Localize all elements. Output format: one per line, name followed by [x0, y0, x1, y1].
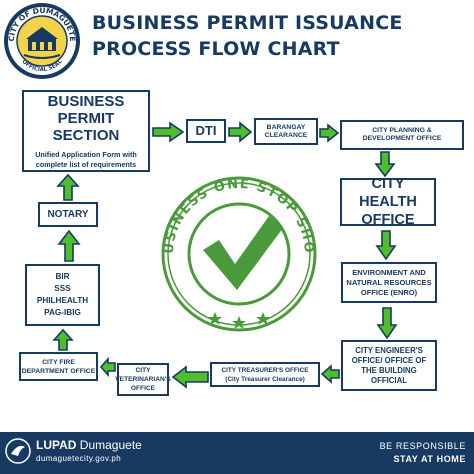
one-stop-shop-stamp: BUSINESS ONE STOP SHOP [145, 172, 317, 332]
step-dti: DTI [186, 119, 226, 143]
arrow-right-icon [228, 121, 253, 143]
arrow-up-icon [57, 229, 81, 262]
treasurer-line-2: (City Treasurer Clearance) [225, 375, 305, 383]
lupad-logo-icon [5, 438, 31, 464]
stamp-arc-text: BUSINESS ONE STOP SHOP [145, 172, 315, 255]
barangay-line-2: CLEARANCE [264, 131, 308, 139]
footer-slogan-line-1: BE RESPONSIBLE [379, 441, 466, 451]
step-enro: ENVIRONMENT AND NATURAL RESOURCES OFFICE… [341, 262, 437, 303]
step-city-fire-department: CITY FIRE DEPARTMENT OFFICE [19, 352, 98, 381]
engineer-line-3: THE BUILDING [361, 365, 417, 375]
arrow-left-icon [320, 364, 340, 384]
dti-label: DTI [195, 122, 217, 138]
arrow-left-icon [99, 356, 116, 378]
arrow-down-icon [374, 151, 396, 178]
arrow-down-icon [376, 307, 398, 340]
bps-title-line-1: BUSINESS PERMIT [47, 92, 125, 127]
planning-line-1: CITY PLANNING & [372, 127, 432, 135]
step-city-veterinarians-office: CITY VETERINARIAN'S OFFICE [115, 363, 171, 396]
vet-line-1: CITY [135, 367, 151, 374]
page-title-line-2: PROCESS FLOW CHART [92, 38, 340, 60]
enro-line-2: NATURAL RESOURCES [346, 277, 432, 287]
arrow-right-icon [319, 123, 340, 143]
bps-sub-line-2: complete list of requirements [35, 159, 137, 169]
stamp-stars [208, 312, 270, 329]
notary-label: NOTARY [47, 208, 89, 220]
step-notary: NOTARY [38, 202, 98, 227]
step-city-treasurers-office: CITY TREASURER'S OFFICE (City Treasurer … [210, 362, 320, 387]
planning-line-2: DEVELOPMENT OFFICE [362, 135, 442, 142]
health-line-1: CITY HEALTH [359, 176, 417, 210]
enro-line-1: ENVIRONMENT AND [352, 267, 426, 277]
barangay-line-1: BARANGAY [266, 123, 306, 131]
engineer-line-1: CITY ENGINEER'S [355, 345, 423, 355]
health-line-2: OFFICE [361, 212, 415, 228]
agency-sss: SSS [54, 284, 71, 293]
enro-line-3: OFFICE (ENRO) [360, 287, 418, 297]
page-title-line-1: BUSINESS PERMIT ISSUANCE [92, 12, 403, 34]
footer-bar [0, 432, 474, 474]
treasurer-line-1: CITY TREASURER'S OFFICE [221, 366, 309, 374]
footer-slogan-line-2: STAY AT HOME [393, 454, 466, 464]
footer-brand-rest: Dumaguete [76, 438, 142, 452]
agency-bir: BIR [55, 272, 70, 281]
agency-pagibig: PAG-IBIG [44, 308, 81, 317]
arrow-right-icon [152, 121, 185, 143]
step-government-agencies: BIR SSS PHILHEALTH PAG-IBIG [25, 264, 100, 326]
step-city-planning-office: CITY PLANNING & DEVELOPMENT OFFICE [340, 120, 464, 150]
arrow-up-icon [52, 328, 74, 351]
svg-text:BUSINESS ONE STOP SHOP: BUSINESS ONE STOP SHOP [145, 172, 316, 255]
vet-line-2: VETERINARIAN'S [115, 376, 171, 383]
fire-line-2: DEPARTMENT OFFICE [21, 367, 96, 375]
vet-line-3: OFFICE [130, 385, 156, 392]
arrow-down-icon [375, 230, 397, 261]
footer-brand-bold: LUPAD [36, 438, 77, 452]
check-mark-icon [203, 216, 283, 290]
step-city-health-office: CITY HEALTH OFFICE [340, 176, 436, 228]
fire-line-1: CITY FIRE [42, 358, 75, 366]
arrow-left-icon [171, 365, 209, 389]
agency-philhealth: PHILHEALTH [36, 296, 89, 305]
footer-url-link[interactable]: dumaguetecity.gov.ph [36, 454, 122, 463]
engineer-line-4: OFFICIAL [371, 375, 407, 385]
step-barangay-clearance: BARANGAY CLEARANCE [254, 118, 318, 145]
step-city-engineers-office: CITY ENGINEER'S OFFICE/ OFFICE OF THE BU… [341, 340, 437, 391]
footer-brand: LUPAD Dumaguete [36, 438, 142, 452]
bps-sub-line-1: Unified Application Form with [35, 149, 137, 159]
city-seal-logo: CITY OF DUMAGUETE OFFICIAL SEAL [4, 3, 80, 79]
bps-subtitle: Unified Application Form with complete l… [35, 150, 137, 170]
arrow-up-icon [56, 173, 80, 201]
step-business-permit-section: BUSINESS PERMIT SECTION Unified Applicat… [22, 90, 150, 172]
bps-title-line-2: SECTION [52, 126, 120, 144]
engineer-line-2: OFFICE/ OFFICE OF [351, 355, 427, 365]
